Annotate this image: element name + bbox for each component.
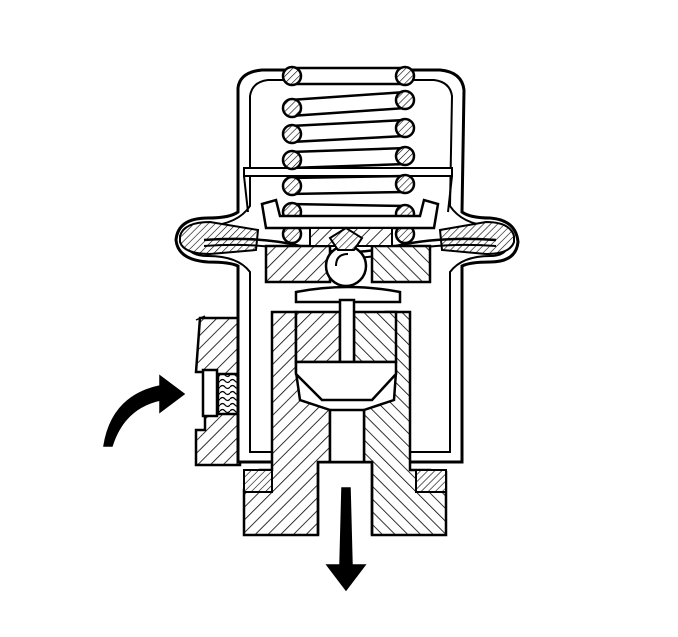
valve-disc [294, 285, 402, 304]
fuel-return-arrow [325, 487, 367, 592]
fuel-inlet-arrow [103, 374, 186, 447]
base-body [242, 298, 448, 537]
valve-seat-insert [264, 227, 432, 284]
ball-valve [324, 226, 368, 288]
top-cap [243, 167, 453, 213]
